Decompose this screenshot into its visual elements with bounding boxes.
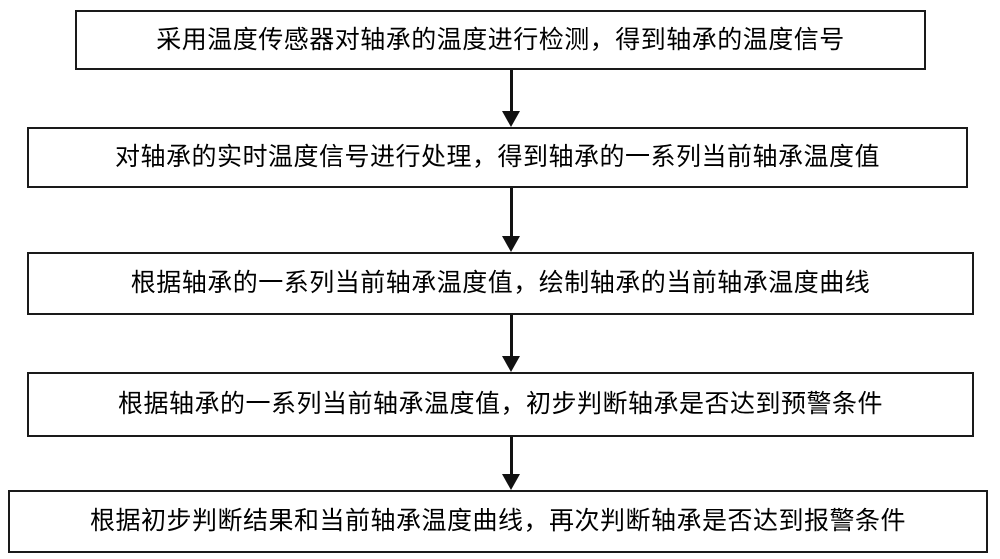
flow-node-step-5[interactable]: 根据初步判断结果和当前轴承温度曲线，再次判断轴承是否达到报警条件: [8, 490, 988, 553]
arrowhead-down-icon: [502, 474, 520, 490]
connector-shaft: [509, 437, 513, 474]
flow-node-step-3-label: 根据轴承的一系列当前轴承温度值，绘制轴承的当前轴承温度曲线: [130, 268, 871, 298]
flow-node-step-3[interactable]: 根据轴承的一系列当前轴承温度值，绘制轴承的当前轴承温度曲线: [27, 252, 974, 315]
flow-node-step-4[interactable]: 根据轴承的一系列当前轴承温度值，初步判断轴承是否达到预警条件: [27, 372, 974, 437]
arrowhead-down-icon: [502, 111, 520, 127]
flow-node-step-4-label: 根据轴承的一系列当前轴承温度值，初步判断轴承是否达到预警条件: [117, 389, 883, 419]
arrowhead-down-icon: [502, 356, 520, 372]
flow-node-step-2[interactable]: 对轴承的实时温度信号进行处理，得到轴承的一系列当前轴承温度值: [27, 127, 968, 188]
flow-node-step-1-label: 采用温度传感器对轴承的温度进行检测，得到轴承的温度信号: [156, 24, 845, 54]
arrowhead-down-icon: [502, 236, 520, 252]
flow-node-step-1[interactable]: 采用温度传感器对轴承的温度进行检测，得到轴承的温度信号: [75, 10, 926, 70]
flow-node-step-2-label: 对轴承的实时温度信号进行处理，得到轴承的一系列当前轴承温度值: [114, 142, 880, 172]
flow-node-step-5-label: 根据初步判断结果和当前轴承温度曲线，再次判断轴承是否达到报警条件: [89, 506, 906, 536]
connector-shaft: [509, 315, 513, 356]
connector-shaft: [509, 188, 513, 236]
connector-shaft: [509, 70, 513, 111]
